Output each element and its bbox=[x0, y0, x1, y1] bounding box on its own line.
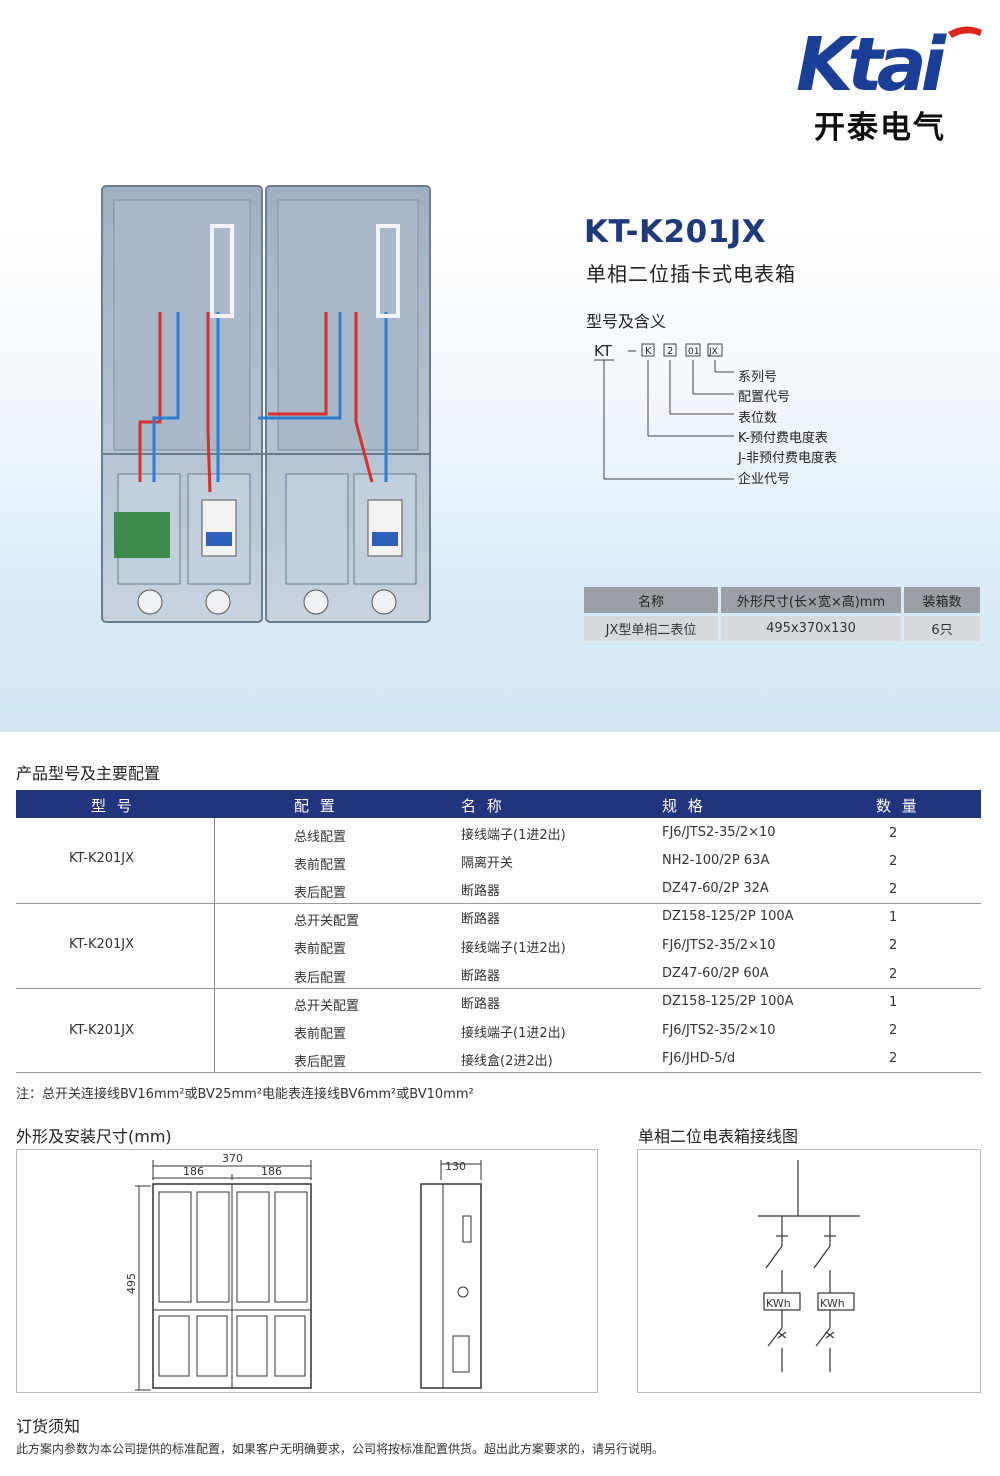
config-cell: NH2-100/2P 63A bbox=[662, 853, 770, 868]
config-cell: 1 bbox=[889, 910, 898, 925]
config-cell: FJ6/JTS2-35/2×10 bbox=[662, 938, 776, 953]
config-table-header: 型 号 配 置 名 称 规 格 数 量 bbox=[16, 790, 981, 818]
config-header-model: 型 号 bbox=[91, 797, 135, 815]
config-cell: 断路器 bbox=[461, 997, 501, 1012]
config-header-qty: 数 量 bbox=[876, 797, 920, 815]
spec-header-name: 名称 bbox=[584, 587, 718, 613]
spec-cell-name: JX型单相二表位 bbox=[584, 616, 718, 641]
model-code-diagram: KT K 2 01 JX 系列号 配置代号 表位数 K-预付费电度表 J-非预付… bbox=[590, 338, 870, 488]
dim-height: 495 bbox=[125, 1273, 138, 1294]
config-divider-bottom bbox=[16, 1072, 981, 1073]
config-cell: 表后配置 bbox=[294, 886, 347, 901]
code-part-k: K bbox=[645, 346, 652, 357]
config-header-name: 名 称 bbox=[461, 797, 505, 815]
code-part-positions: 2 bbox=[667, 346, 673, 357]
config-cell: 表后配置 bbox=[294, 971, 347, 986]
config-cell: 接线端子(1进2出) bbox=[461, 941, 566, 956]
ktai-logo-mark: Ktai bbox=[796, 22, 982, 102]
code-label-positions: 表位数 bbox=[738, 411, 778, 426]
dim-width-right: 186 bbox=[261, 1165, 282, 1178]
config-cell: 接线端子(1进2出) bbox=[461, 1026, 566, 1041]
brand-logo: Ktai 开泰电气 bbox=[796, 22, 986, 147]
config-cell: FJ6/JTS2-35/2×10 bbox=[662, 1023, 776, 1038]
config-cell: 断路器 bbox=[461, 912, 501, 927]
ordering-text: 此方案内参数为本公司提供的标准配置，如果客户无明确要求，公司将按标准配置供货。超… bbox=[16, 1442, 665, 1456]
code-part-config: 01 bbox=[688, 347, 699, 357]
wiring-panel: KWh KWh bbox=[637, 1149, 981, 1393]
spec-cell-pack: 6只 bbox=[904, 616, 980, 641]
config-note: 注：总开关连接线BV16mm²或BV25mm²电能表连接线BV6mm²或BV10… bbox=[16, 1087, 474, 1102]
meter-label-1: KWh bbox=[766, 1297, 791, 1310]
config-cell: 总线配置 bbox=[294, 830, 347, 845]
model-code-lines: KT K 2 01 JX bbox=[594, 342, 734, 480]
code-label-prepaid: K-预付费电度表 bbox=[738, 431, 828, 446]
config-cell: 接线盒(2进2出) bbox=[461, 1054, 553, 1069]
dimensions-title: 外形及安装尺寸(mm) bbox=[16, 1127, 172, 1146]
code-label-nonprepaid: J-非预付费电度表 bbox=[738, 451, 838, 466]
spec-header-size: 外形尺寸(长×宽×高)mm bbox=[721, 587, 901, 613]
model-title: KT-K201JX bbox=[584, 214, 767, 250]
config-divider-vertical bbox=[214, 818, 215, 1072]
config-model: KT-K201JX bbox=[69, 1023, 135, 1038]
config-cell: DZ158-125/2P 100A bbox=[662, 994, 794, 1009]
product-photo bbox=[101, 185, 431, 623]
config-cell: 2 bbox=[889, 1051, 898, 1066]
config-header-config: 配 置 bbox=[294, 797, 338, 815]
config-cell: 2 bbox=[889, 1023, 898, 1038]
spec-header-pack: 装箱数 bbox=[904, 587, 980, 613]
dimensions-drawing: 370 186 186 495 130 bbox=[125, 1152, 482, 1391]
code-part-company: KT bbox=[594, 342, 613, 360]
config-cell: 表前配置 bbox=[294, 1027, 347, 1042]
dim-width-left: 186 bbox=[183, 1165, 204, 1178]
config-cell: FJ6/JTS2-35/2×10 bbox=[662, 825, 776, 840]
config-cell: 接线端子(1进2出) bbox=[461, 828, 566, 843]
svg-text:Ktai: Ktai bbox=[796, 22, 948, 102]
config-cell: 表后配置 bbox=[294, 1055, 347, 1070]
dimensions-panel: 370 186 186 495 130 bbox=[16, 1149, 598, 1393]
config-cell: 总开关配置 bbox=[294, 999, 360, 1014]
config-cell: 2 bbox=[889, 938, 898, 953]
config-cell: 2 bbox=[889, 967, 898, 982]
config-model: KT-K201JX bbox=[69, 937, 135, 952]
config-cell: DZ47-60/2P 60A bbox=[662, 966, 769, 981]
dim-depth: 130 bbox=[445, 1160, 466, 1173]
config-divider-2 bbox=[16, 988, 981, 989]
config-cell: 表前配置 bbox=[294, 942, 347, 957]
product-subtitle: 单相二位插卡式电表箱 bbox=[586, 262, 796, 286]
model-meaning-heading: 型号及含义 bbox=[586, 312, 667, 331]
wiring-title: 单相二位电表箱接线图 bbox=[638, 1127, 799, 1146]
code-label-config: 配置代号 bbox=[738, 390, 791, 405]
config-section-title: 产品型号及主要配置 bbox=[16, 764, 161, 783]
config-cell: 1 bbox=[889, 995, 898, 1010]
config-cell: 表前配置 bbox=[294, 858, 347, 873]
config-cell: DZ47-60/2P 32A bbox=[662, 881, 769, 896]
config-cell: 2 bbox=[889, 826, 898, 841]
brand-name: 开泰电气 bbox=[814, 110, 946, 146]
config-cell: DZ158-125/2P 100A bbox=[662, 909, 794, 924]
code-label-company: 企业代号 bbox=[738, 472, 791, 487]
config-header-spec: 规 格 bbox=[662, 797, 706, 815]
config-cell: 隔离开关 bbox=[461, 856, 514, 871]
config-cell: 2 bbox=[889, 882, 898, 897]
meter-label-2: KWh bbox=[820, 1297, 845, 1310]
config-cell: 总开关配置 bbox=[294, 914, 360, 929]
dim-width-total: 370 bbox=[222, 1152, 243, 1165]
config-cell: FJ6/JHD-5/d bbox=[662, 1051, 736, 1066]
code-part-series: JX bbox=[708, 347, 718, 357]
wiring-diagram: KWh KWh bbox=[758, 1160, 860, 1372]
code-label-series: 系列号 bbox=[738, 370, 778, 385]
ordering-title: 订货须知 bbox=[16, 1417, 81, 1436]
config-cell: 断路器 bbox=[461, 884, 501, 899]
config-model: KT-K201JX bbox=[69, 851, 135, 866]
config-divider-1 bbox=[16, 903, 981, 904]
config-cell: 2 bbox=[889, 854, 898, 869]
config-cell: 断路器 bbox=[461, 969, 501, 984]
spec-cell-size: 495x370x130 bbox=[721, 616, 901, 641]
